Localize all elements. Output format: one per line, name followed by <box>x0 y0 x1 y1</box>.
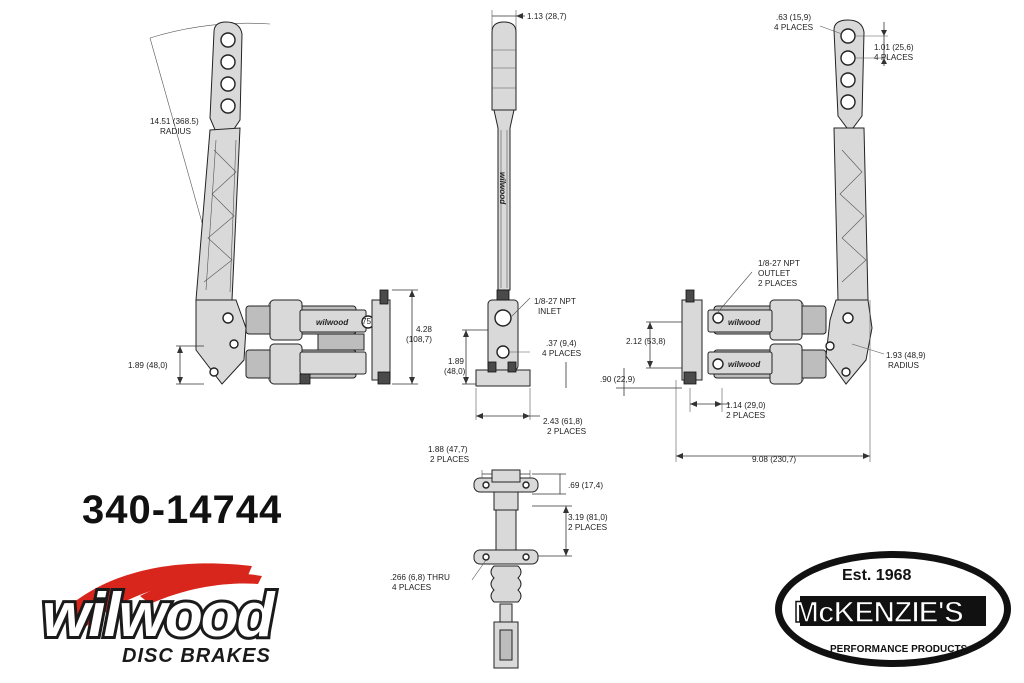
dim-hole-63-line1: .63 (15,9) <box>776 13 811 22</box>
mckenzies-name: McKENZIE'S <box>794 596 963 629</box>
dim-thru-line2: 4 PLACES <box>392 583 432 592</box>
dim-height-189-front-mm: (48,0) <box>444 367 466 376</box>
dim-base-243-line1: 2.43 (61,8) <box>543 417 583 426</box>
dim-height-428: 4.28 <box>416 325 432 334</box>
npt-outlet-line2: OUTLET <box>758 269 790 278</box>
dim-r-193-line1: 1.93 (48,9) <box>886 351 926 360</box>
svg-text:75°: 75° <box>362 317 374 326</box>
dim-h-212: 2.12 (53,8) <box>626 337 666 346</box>
svg-text:wilwood: wilwood <box>728 318 761 327</box>
dim-height-428-mm: (108,7) <box>406 335 432 344</box>
dim-d-319-line1: 3.19 (81,0) <box>568 513 608 522</box>
dim-w-114-line2: 2 PLACES <box>726 411 766 420</box>
dim-radius-label: RADIUS <box>160 127 191 136</box>
wilwood-subtitle: DISC BRAKES <box>122 645 271 667</box>
dim-w-188-line1: 1.88 (47,7) <box>428 445 468 454</box>
npt-inlet-line2: INLET <box>538 307 561 316</box>
dim-height-189-front: 1.89 <box>448 357 464 366</box>
dim-r-193-line2: RADIUS <box>888 361 919 370</box>
npt-outlet-line1: 1/8-27 NPT <box>758 259 800 268</box>
dim-height-189-side: 1.89 (48,0) <box>128 361 168 370</box>
dim-d-069: .69 (17,4) <box>568 481 603 490</box>
side-view: wilwood 75° <box>149 21 418 385</box>
dim-w-188-line2: 2 PLACES <box>430 455 470 464</box>
dim-h-090: .90 (22,9) <box>600 375 635 384</box>
mckenzies-est: Est. 1968 <box>842 567 911 584</box>
npt-outlet-line3: 2 PLACES <box>758 279 798 288</box>
wilwood-logo: wilwood DISC BRAKES <box>39 563 281 667</box>
npt-inlet-line1: 1/8-27 NPT <box>534 297 576 306</box>
dim-pitch-101-line1: 1.01 (25,6) <box>874 43 914 52</box>
svg-text:wilwood: wilwood <box>728 360 761 369</box>
part-number: 340-14744 <box>82 488 283 532</box>
dim-w-114-line1: 1.14 (29,0) <box>726 401 766 410</box>
mckenzies-logo: Est. 1968 McKENZIE'S PERFORMANCE PRODUCT… <box>775 551 1011 667</box>
dim-len-908: 9.08 (230,7) <box>752 455 796 464</box>
dim-width-top: 1.13 (28,7) <box>527 12 567 21</box>
bottom-view <box>471 469 572 669</box>
front-view <box>462 10 567 420</box>
dim-d-319-line2: 2 PLACES <box>568 523 608 532</box>
dim-base-243-line2: 2 PLACES <box>547 427 587 436</box>
front-shaft-logo: wilwood <box>498 172 507 205</box>
dim-hole-37-line1: .37 (9,4) <box>546 339 577 348</box>
dim-hole-37-line2: 4 PLACES <box>542 349 582 358</box>
dim-hole-63-line2: 4 PLACES <box>774 23 814 32</box>
wilwood-wordmark: wilwood <box>42 581 276 650</box>
svg-text:wilwood: wilwood <box>316 318 349 327</box>
dim-thru-line1: .266 (6,8) THRU <box>390 573 450 582</box>
dim-pitch-101-line2: 4 PLACES <box>874 53 914 62</box>
right-view: wilwood wilwood <box>616 19 888 462</box>
dim-radius-value: 14.51 (368.5) <box>150 117 199 126</box>
mckenzies-tagline: PERFORMANCE PRODUCTS <box>830 644 968 655</box>
